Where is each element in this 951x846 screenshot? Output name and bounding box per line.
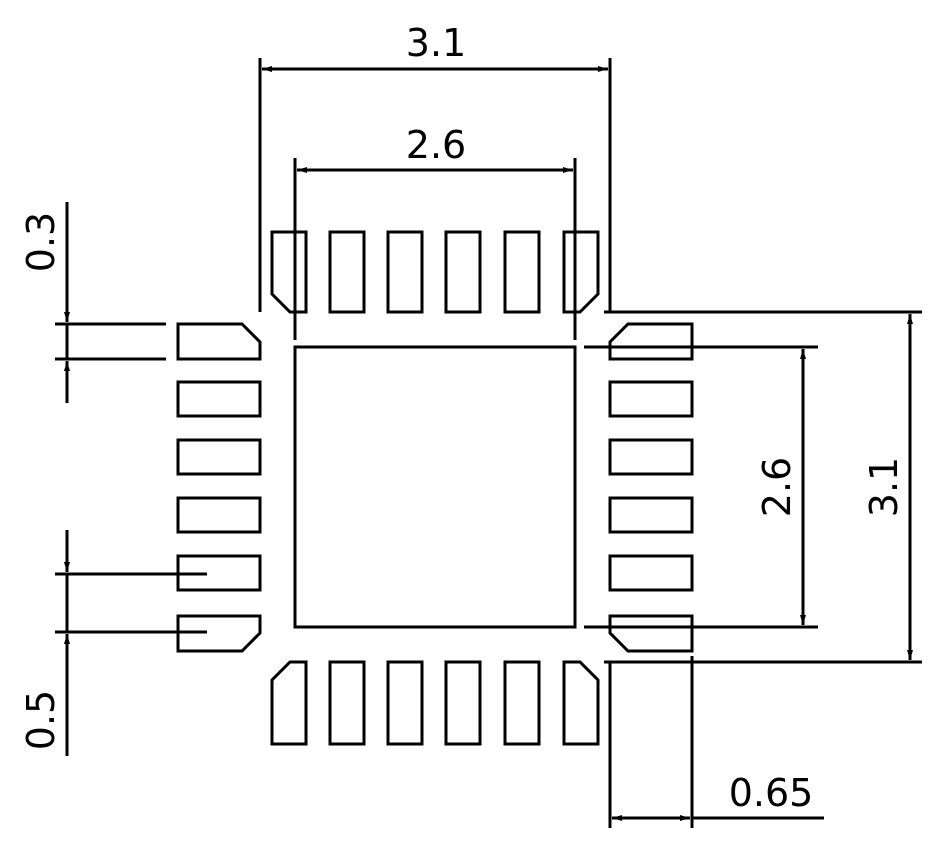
right-pad-2 <box>608 380 694 418</box>
dim-label-body-width: 3.1 <box>406 21 466 65</box>
dim-pad-pitch: 0.5 <box>19 530 207 756</box>
left-pad-4 <box>176 496 262 534</box>
right-pad-3 <box>608 438 694 476</box>
top-pad-5 <box>503 230 541 314</box>
left-pad-row <box>176 322 262 653</box>
dim-label-pad-width: 0.3 <box>19 212 63 272</box>
top-pad-corner-right <box>562 230 600 314</box>
dim-label-body-height: 3.1 <box>862 457 906 517</box>
top-pad-2 <box>328 230 366 314</box>
right-pad-5 <box>608 554 694 592</box>
left-pad-corner-top <box>176 322 262 361</box>
dim-label-pad-row-span: 2.6 <box>406 123 466 167</box>
right-pad-row <box>608 322 694 653</box>
right-pad-corner-bottom <box>608 614 694 653</box>
center-thermal-pad <box>293 345 577 629</box>
top-pad-3 <box>386 230 424 314</box>
top-pad-4 <box>444 230 482 314</box>
dim-label-pad-length: 0.65 <box>729 771 814 815</box>
dim-body-width: 3.1 <box>258 21 612 312</box>
dim-pad-width: 0.3 <box>19 202 166 403</box>
left-pad-2 <box>176 380 262 418</box>
bottom-pad-5 <box>503 660 541 746</box>
top-pad-corner-left <box>270 230 308 314</box>
right-pad-corner-top <box>608 322 694 361</box>
bottom-pad-corner-right <box>562 660 600 746</box>
bottom-pad-3 <box>386 660 424 746</box>
dim-pad-length: 0.65 <box>608 656 824 828</box>
bottom-pad-row <box>270 660 600 746</box>
bottom-pad-4 <box>444 660 482 746</box>
right-pad-4 <box>608 496 694 534</box>
dim-body-height: 3.1 <box>604 310 922 664</box>
top-pad-row <box>270 230 600 314</box>
bottom-pad-2 <box>328 660 366 746</box>
dim-label-pad-column-span: 2.6 <box>755 457 799 517</box>
left-pad-corner-bottom <box>176 614 262 653</box>
dim-pad-row-span: 2.6 <box>293 123 577 340</box>
dim-pad-column-span: 2.6 <box>584 345 818 629</box>
dim-label-pad-pitch: 0.5 <box>19 690 63 750</box>
bottom-pad-corner-left <box>270 660 308 746</box>
left-pad-3 <box>176 438 262 476</box>
